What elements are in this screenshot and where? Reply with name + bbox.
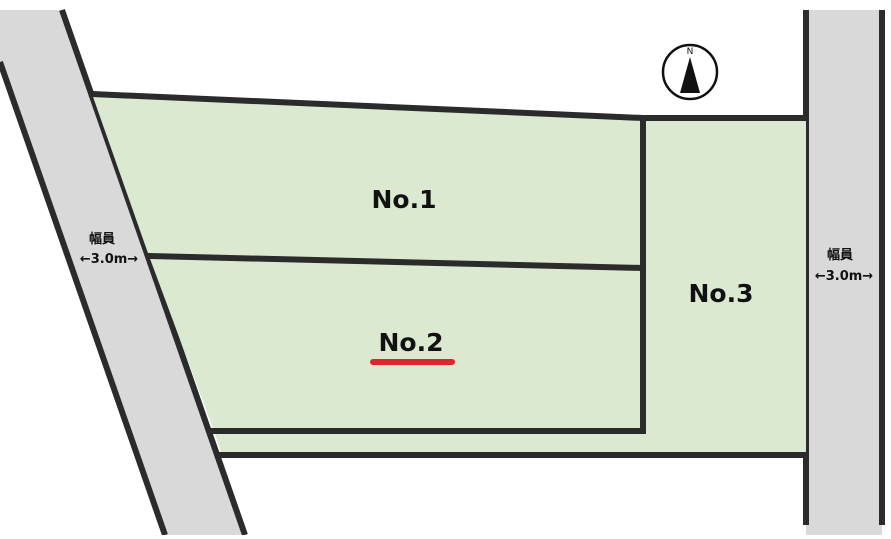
boundary-no1-no2 bbox=[145, 252, 647, 272]
lot-no3-area bbox=[214, 118, 806, 455]
lot-label-no3: No.3 bbox=[689, 279, 754, 308]
lot-no1-area bbox=[92, 94, 643, 268]
north-arrow-icon: N bbox=[661, 43, 719, 101]
left-road-edge-outer bbox=[0, 61, 168, 536]
lot-no2-area bbox=[149, 256, 643, 431]
right-road-width-value: ←3.0m→ bbox=[815, 269, 873, 284]
compass-label: N bbox=[687, 47, 694, 57]
left-road-width-value: ←3.0m→ bbox=[80, 252, 138, 267]
left-road bbox=[0, 10, 245, 535]
left-road-width-label: 幅員 bbox=[89, 231, 115, 247]
left-road-edge-inner bbox=[59, 9, 248, 536]
right-road bbox=[806, 10, 882, 535]
right-road-width-label: 幅員 bbox=[827, 247, 853, 263]
lot-label-no1: No.1 bbox=[372, 185, 437, 214]
lot-boundaries bbox=[88, 90, 809, 458]
boundary-top-no1 bbox=[88, 90, 647, 122]
lot-label-no2: No.2 bbox=[379, 328, 444, 357]
